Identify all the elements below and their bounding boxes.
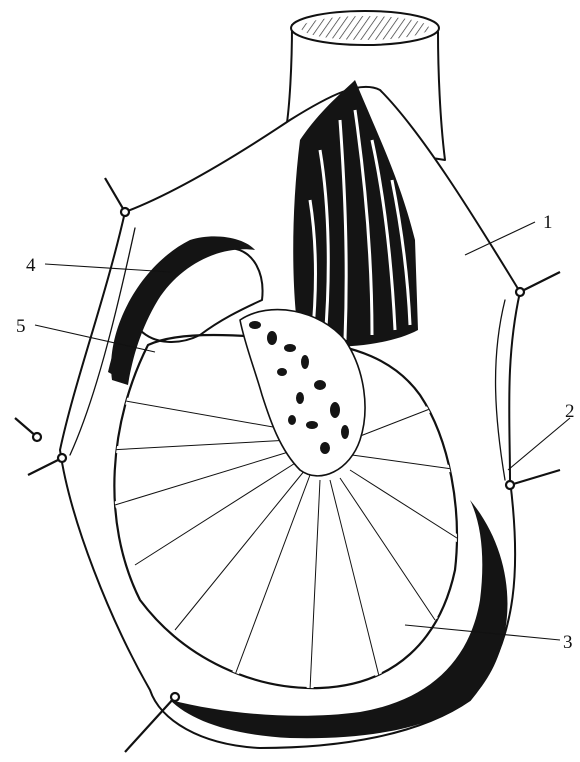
- label-5: 5: [16, 316, 26, 337]
- label-1: 1: [543, 212, 553, 233]
- label-3: 3: [563, 632, 573, 653]
- label-2: 2: [565, 401, 575, 422]
- label-4: 4: [26, 255, 36, 276]
- leader-line-2: [508, 418, 570, 470]
